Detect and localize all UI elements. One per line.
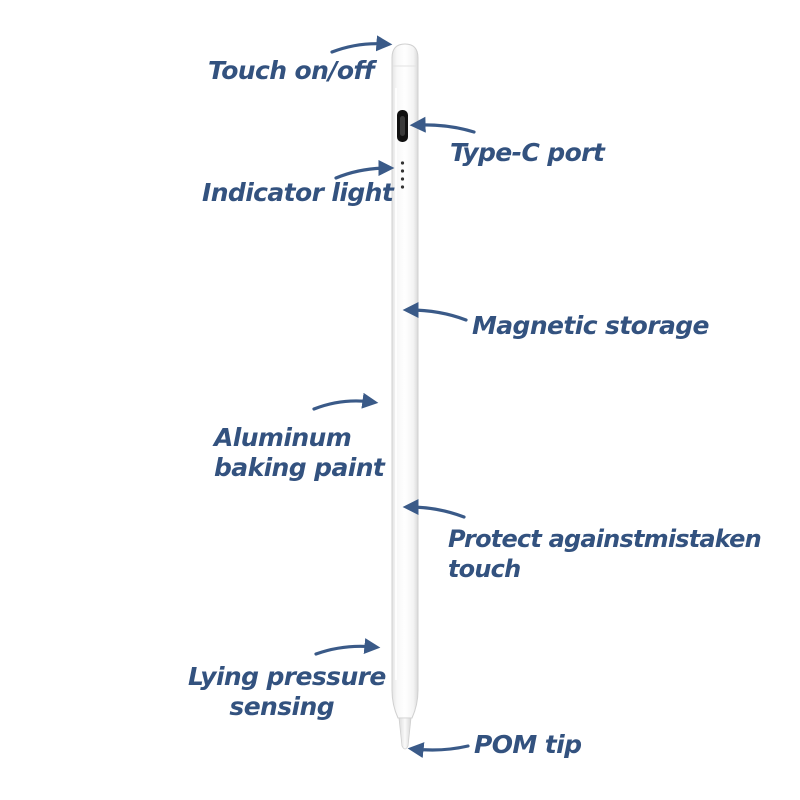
pom-tip-shape — [398, 717, 412, 750]
arrow-lying-pressure-sensing — [314, 638, 381, 656]
arrow-magnetic-storage — [402, 302, 468, 322]
label-pom-tip: POM tip — [474, 730, 582, 759]
arrow-pom-tip — [407, 742, 470, 758]
indicator-light-dots — [400, 161, 405, 189]
label-touch-on-off: Touch on/off — [208, 56, 375, 85]
label-indicator-light: Indicator light — [202, 178, 394, 207]
arrow-touch-on-off — [330, 35, 393, 54]
pen-body — [391, 43, 419, 719]
label-lying-pressure-sensing: Lying pressure sensing — [188, 662, 386, 721]
arrow-type-c-port — [409, 116, 476, 134]
arrow-indicator-light — [334, 160, 395, 180]
arrow-protect-mistaken-touch — [402, 499, 466, 519]
label-aluminum-baking-paint: Aluminum baking paint — [214, 423, 385, 482]
label-magnetic-storage: Magnetic storage — [472, 311, 710, 340]
label-type-c-port: Type-C port — [450, 138, 605, 167]
label-protect-mistaken-touch: Protect againstmistaken touch — [448, 525, 762, 583]
arrow-aluminum-baking-paint — [312, 392, 379, 411]
